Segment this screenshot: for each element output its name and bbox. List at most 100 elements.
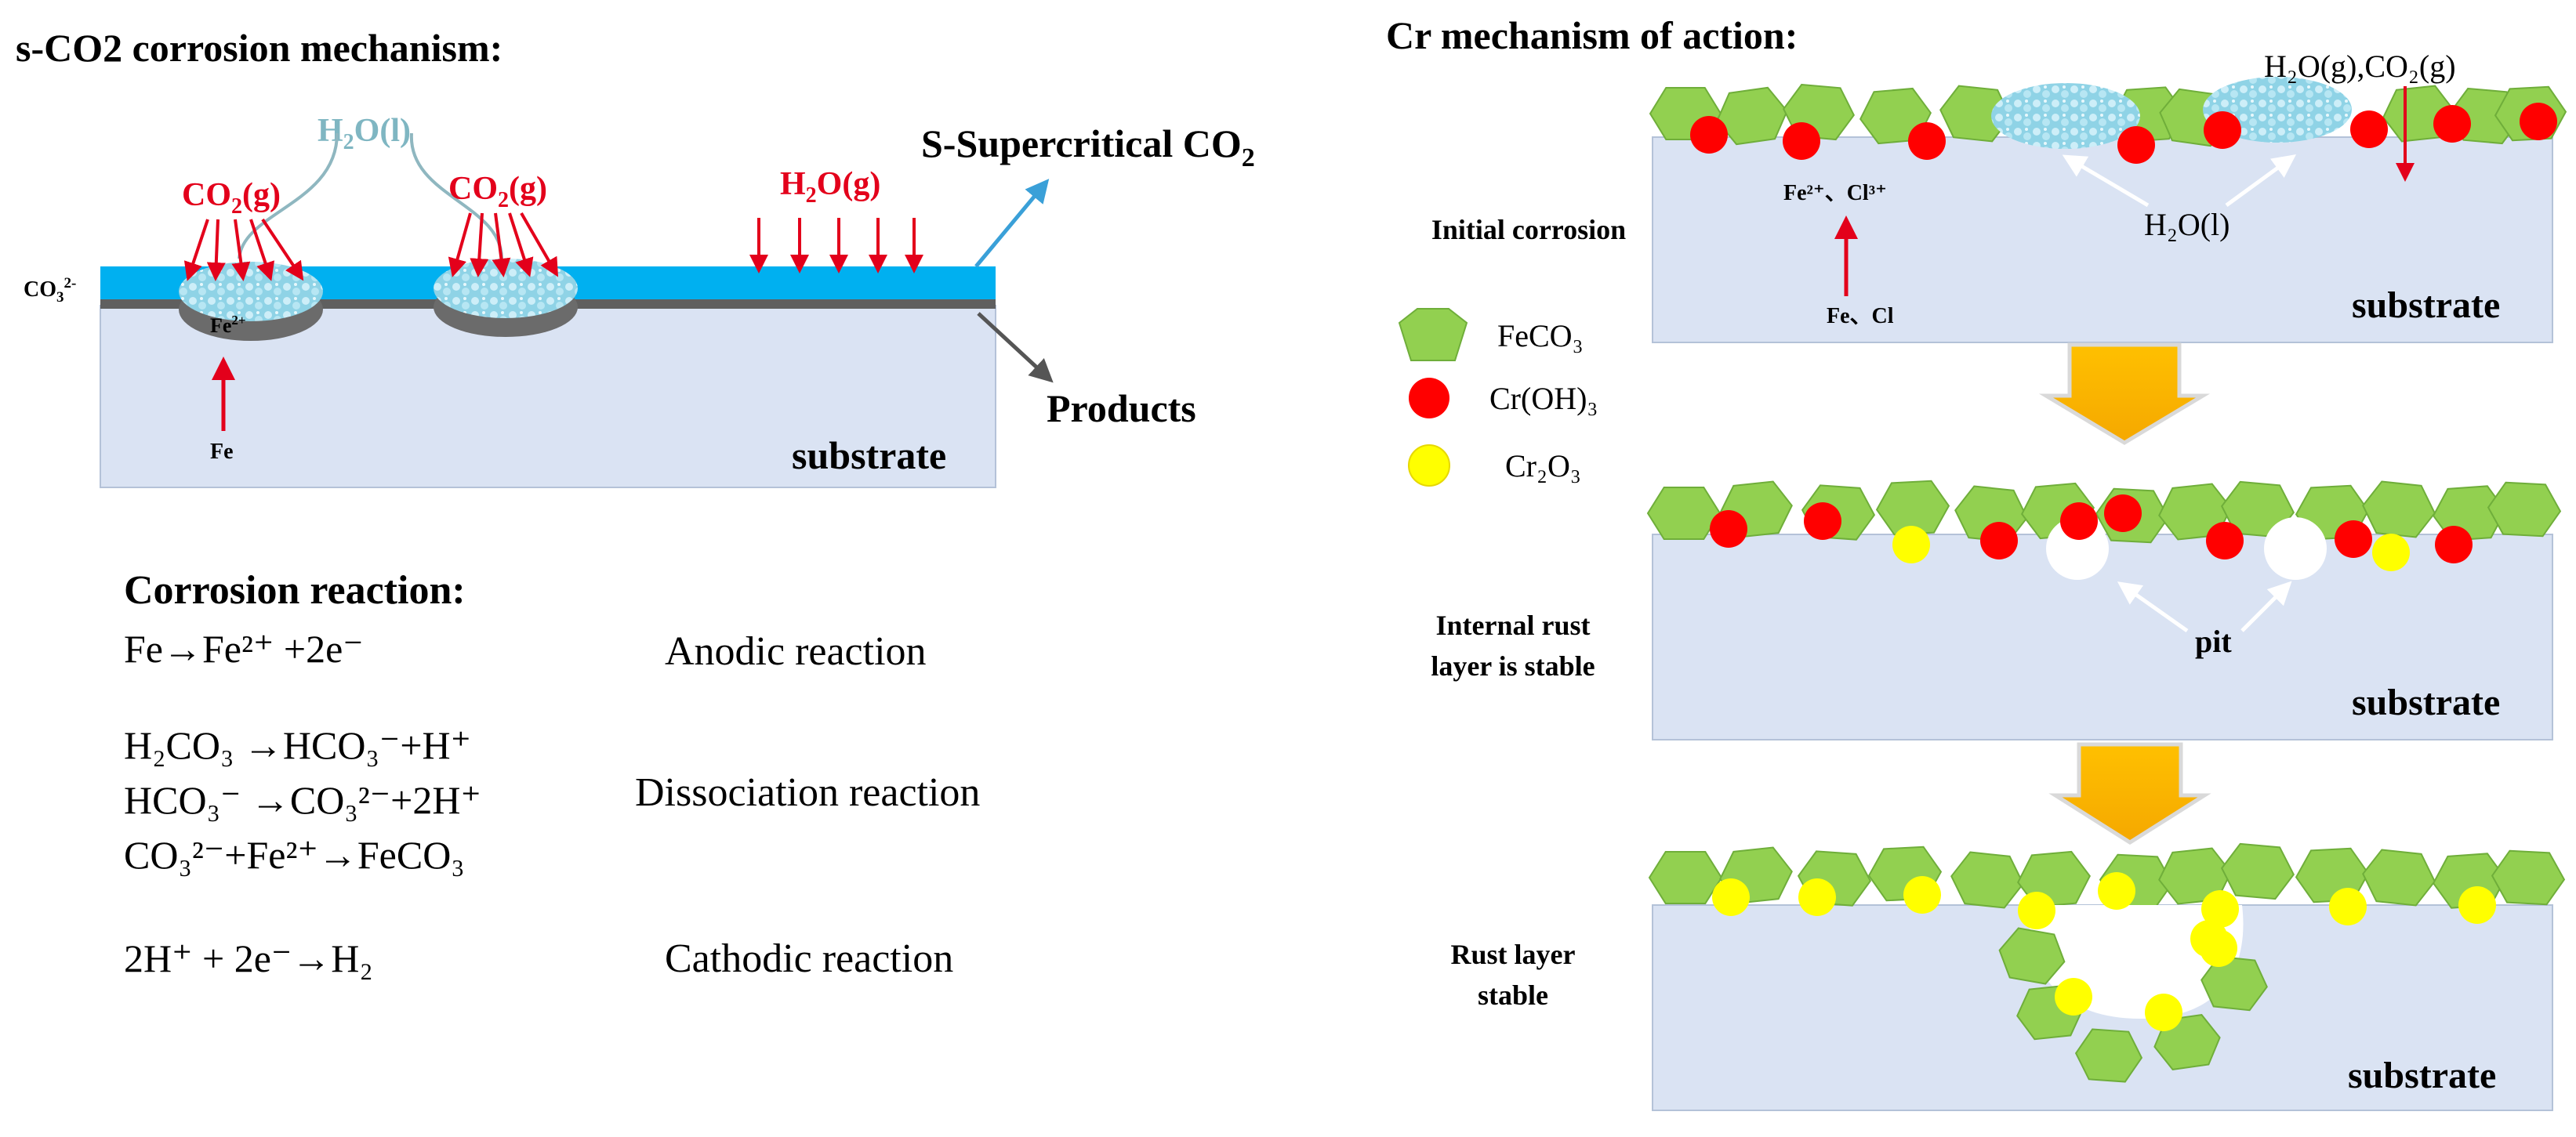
feco3-crystal [1939,85,2012,143]
cr2o3-particle [2055,978,2092,1016]
croh3-particle [2435,526,2473,563]
croh3-particle [2204,111,2241,149]
croh3-particle [2206,522,2244,559]
right-title: Cr mechanism of action: [1386,13,1798,57]
stage-internal-rust-line2: layer is stable [1431,650,1595,682]
cr2o3-particle [2372,534,2410,571]
legend-cr2o3-circle-icon [1408,444,1450,487]
legend: FeCO₃ Cr(OH)₃ Cr₂O₃ [1398,308,1598,487]
cathodic-equation: 2H⁺ + 2e⁻→H₂ [124,936,373,980]
h2o-gas-arrows [749,218,923,273]
co2-arrows-1 [183,218,304,281]
dissociation-equation-3: CO₃²⁻+Fe²⁺→FeCO₃ [124,833,465,877]
feco3-crystal-pit [1998,927,2066,985]
legend-cr2o3-label: Cr₂O₃ [1505,448,1581,483]
cr2o3-particle [2329,888,2367,925]
stage-rust-stable-line1: Rust layer [1451,939,1576,970]
fe-label: Fe [210,440,234,464]
gas-label-right: H₂O(g),CO₂(g) [2264,49,2456,84]
corrosion-reaction-title: Corrosion reaction: [124,568,466,613]
feco3-crystal [1648,851,1723,904]
pit-cavity [2264,517,2327,580]
anodic-name: Anodic reaction [665,629,927,674]
supercritical-arrow [974,179,1050,268]
co2-gas-label-2: CO2(g) [448,171,547,212]
cr2o3-particle [2018,892,2055,929]
croh3-particle [2335,520,2372,558]
croh3-particle [2520,103,2557,140]
stage1-substrate-label: substrate [2352,284,2500,326]
stage2-rust-layer [1646,480,2562,580]
products-arrow [977,312,1054,383]
feco3-crystal [2362,849,2436,907]
feco3-crystal-pit [2074,1028,2143,1083]
anodic-equation: Fe→Fe²⁺ +2e⁻ [124,627,364,671]
croh3-particle [2433,105,2471,143]
croh3-particle [1980,522,2018,559]
supercritical-co2-label: S-Supercritical CO2 [921,121,1255,172]
pit-label: pit [2195,624,2232,659]
legend-feco3-hexagon-icon [1398,308,1468,361]
stage2-substrate [1652,534,2553,740]
croh3-particle [2350,110,2388,148]
cr2o3-particle [1892,526,1930,563]
feco3-crystal [1875,480,1950,536]
feco3-crystal [2220,842,2295,900]
left-substrate-label: substrate [792,433,946,477]
fe-cl-ions-label: Fe²⁺、Cl³⁺ [1783,181,1887,205]
cr2o3-particle [2145,994,2182,1031]
stage-initial-corrosion: Initial corrosion [1431,214,1626,245]
croh3-particle [1783,122,1820,160]
croh3-particle [1690,116,1728,154]
h2o-liquid-label: H2O(l) [317,113,411,154]
pit-arrow-right [2240,581,2292,632]
water-droplet [1991,83,2140,149]
feco3-crystal [2362,480,2436,538]
feco3-crystal [2487,481,2562,538]
cathodic-name: Cathodic reaction [665,936,953,981]
legend-feco3-label: FeCO₃ [1497,318,1584,353]
feco3-crystal [1950,851,2024,909]
fe-cl-label: Fe、Cl [1827,304,1894,328]
croh3-particle [2104,494,2142,532]
h2o-gas-label: H2O(g) [780,166,880,208]
stage-transition-arrow-1 [2038,342,2211,445]
pit-arrow-left [2117,581,2189,633]
dissociation-equation-1: H₂CO₃ →HCO₃⁻+H⁺ [124,723,471,767]
feco3-crystal [2491,849,2566,906]
co2-gas-label-1: CO2(g) [182,177,281,219]
cr2o3-particle [1903,876,1941,914]
fe2-ion-label: Fe2+ [210,313,246,337]
stage-rust-stable-line2: stable [1478,979,1548,1011]
legend-croh3-circle-icon [1409,378,1449,418]
cr2o3-particle [2201,890,2239,928]
h2o-arrow-left [2062,154,2150,208]
h2o-curve-left [238,132,339,259]
croh3-particle [1804,502,1841,540]
cr2o3-particle [1712,878,1750,916]
h2o-arrow-right [2225,154,2297,208]
croh3-particle [1908,122,1946,160]
stage-transition-arrow-2 [2048,742,2211,845]
feco3-crystal-pit [2200,955,2268,1012]
left-title: s-CO2 corrosion mechanism: [16,26,503,70]
h2o-liquid-right-label: H₂O(l) [2144,207,2230,242]
croh3-particle [1710,510,1747,548]
croh3-particle [2117,126,2155,164]
cr2o3-particle [2098,872,2135,910]
stage-internal-rust-line1: Internal rust [1436,610,1591,641]
dissociation-equation-2: HCO₃⁻ →CO₃²⁻+2H⁺ [124,778,481,822]
legend-croh3-label: Cr(OH)₃ [1489,381,1598,416]
cr2o3-particle [1798,878,1836,916]
products-label: Products [1047,386,1196,430]
stage2-substrate-label: substrate [2352,682,2500,723]
cr2o3-particle [2458,886,2496,924]
co2-droplet-1 [179,262,323,321]
stage1-rust-layer [1649,77,2567,164]
croh3-particle [2060,502,2098,540]
cr2o3-particle [2190,920,2228,958]
dissociation-name: Dissociation reaction [635,770,980,815]
feco3-crystal [1646,487,1722,540]
stage3-rust-layer [1648,842,2566,1083]
